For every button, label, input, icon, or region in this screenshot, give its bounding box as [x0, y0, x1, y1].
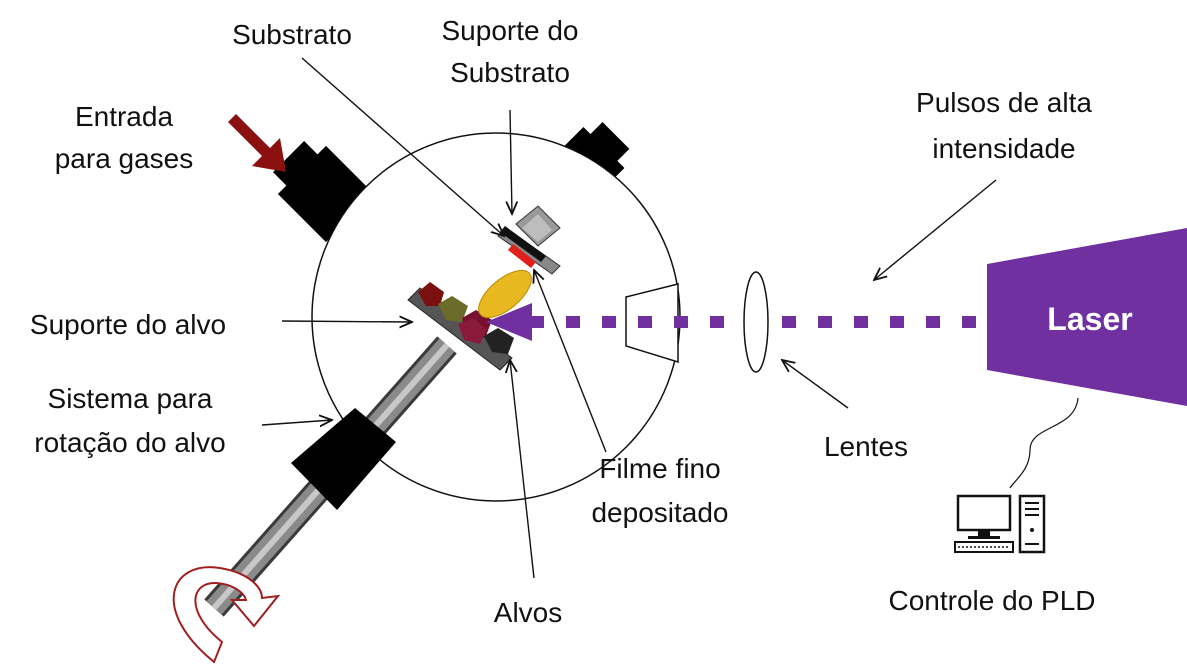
- computer-icon: [954, 494, 1046, 554]
- substrate: [500, 226, 546, 262]
- laser-source: [987, 228, 1187, 406]
- laser-label: Laser: [1047, 301, 1132, 337]
- laser-arrowhead: [486, 303, 532, 341]
- label-suporte-substrato-2: Substrato: [450, 57, 570, 88]
- lens: [743, 271, 769, 373]
- label-suporte-substrato-1: Suporte do: [442, 15, 579, 46]
- leader-lentes: [782, 360, 849, 409]
- leader-suporte-substrato: [510, 109, 512, 214]
- targets: [418, 282, 514, 354]
- label-filme-2: depositado: [591, 497, 728, 528]
- computer-tower-icon: [1018, 494, 1046, 554]
- label-pulsos-2: intensidade: [932, 133, 1075, 164]
- label-lentes: Lentes: [824, 431, 908, 462]
- leader-alvos: [510, 360, 535, 579]
- leader-pulsos: [874, 179, 997, 280]
- label-alvos: Alvos: [494, 597, 562, 628]
- control-cable: [1009, 397, 1079, 489]
- rotation-arrow-icon: [172, 566, 281, 664]
- label-filme-1: Filme fino: [599, 453, 720, 484]
- leader-suporte-alvo: [281, 321, 412, 322]
- label-controle-pld: Controle do PLD: [888, 585, 1095, 616]
- label-entrada-gases-2: para gases: [55, 143, 194, 174]
- leader-sistema-rotacao: [261, 420, 332, 425]
- label-sistema-rotacao-1: Sistema para: [48, 383, 213, 414]
- keyboard-icon: [954, 541, 1014, 553]
- plasma-plume: [478, 269, 532, 319]
- label-substrato: Substrato: [232, 19, 352, 50]
- leader-filme: [534, 270, 607, 453]
- thin-film: [508, 244, 536, 268]
- label-suporte-alvo: Suporte do alvo: [30, 309, 226, 340]
- computer-monitor-icon: [956, 494, 1012, 539]
- leader-lines: [261, 57, 997, 579]
- label-entrada-gases-1: Entrada: [75, 101, 173, 132]
- leader-substrato: [301, 57, 504, 236]
- gas-inlet-arrow-icon: [224, 114, 286, 172]
- label-sistema-rotacao-2: rotação do alvo: [34, 427, 225, 458]
- label-pulsos-1: Pulsos de alta: [916, 87, 1092, 118]
- rotation-motor: [291, 408, 396, 510]
